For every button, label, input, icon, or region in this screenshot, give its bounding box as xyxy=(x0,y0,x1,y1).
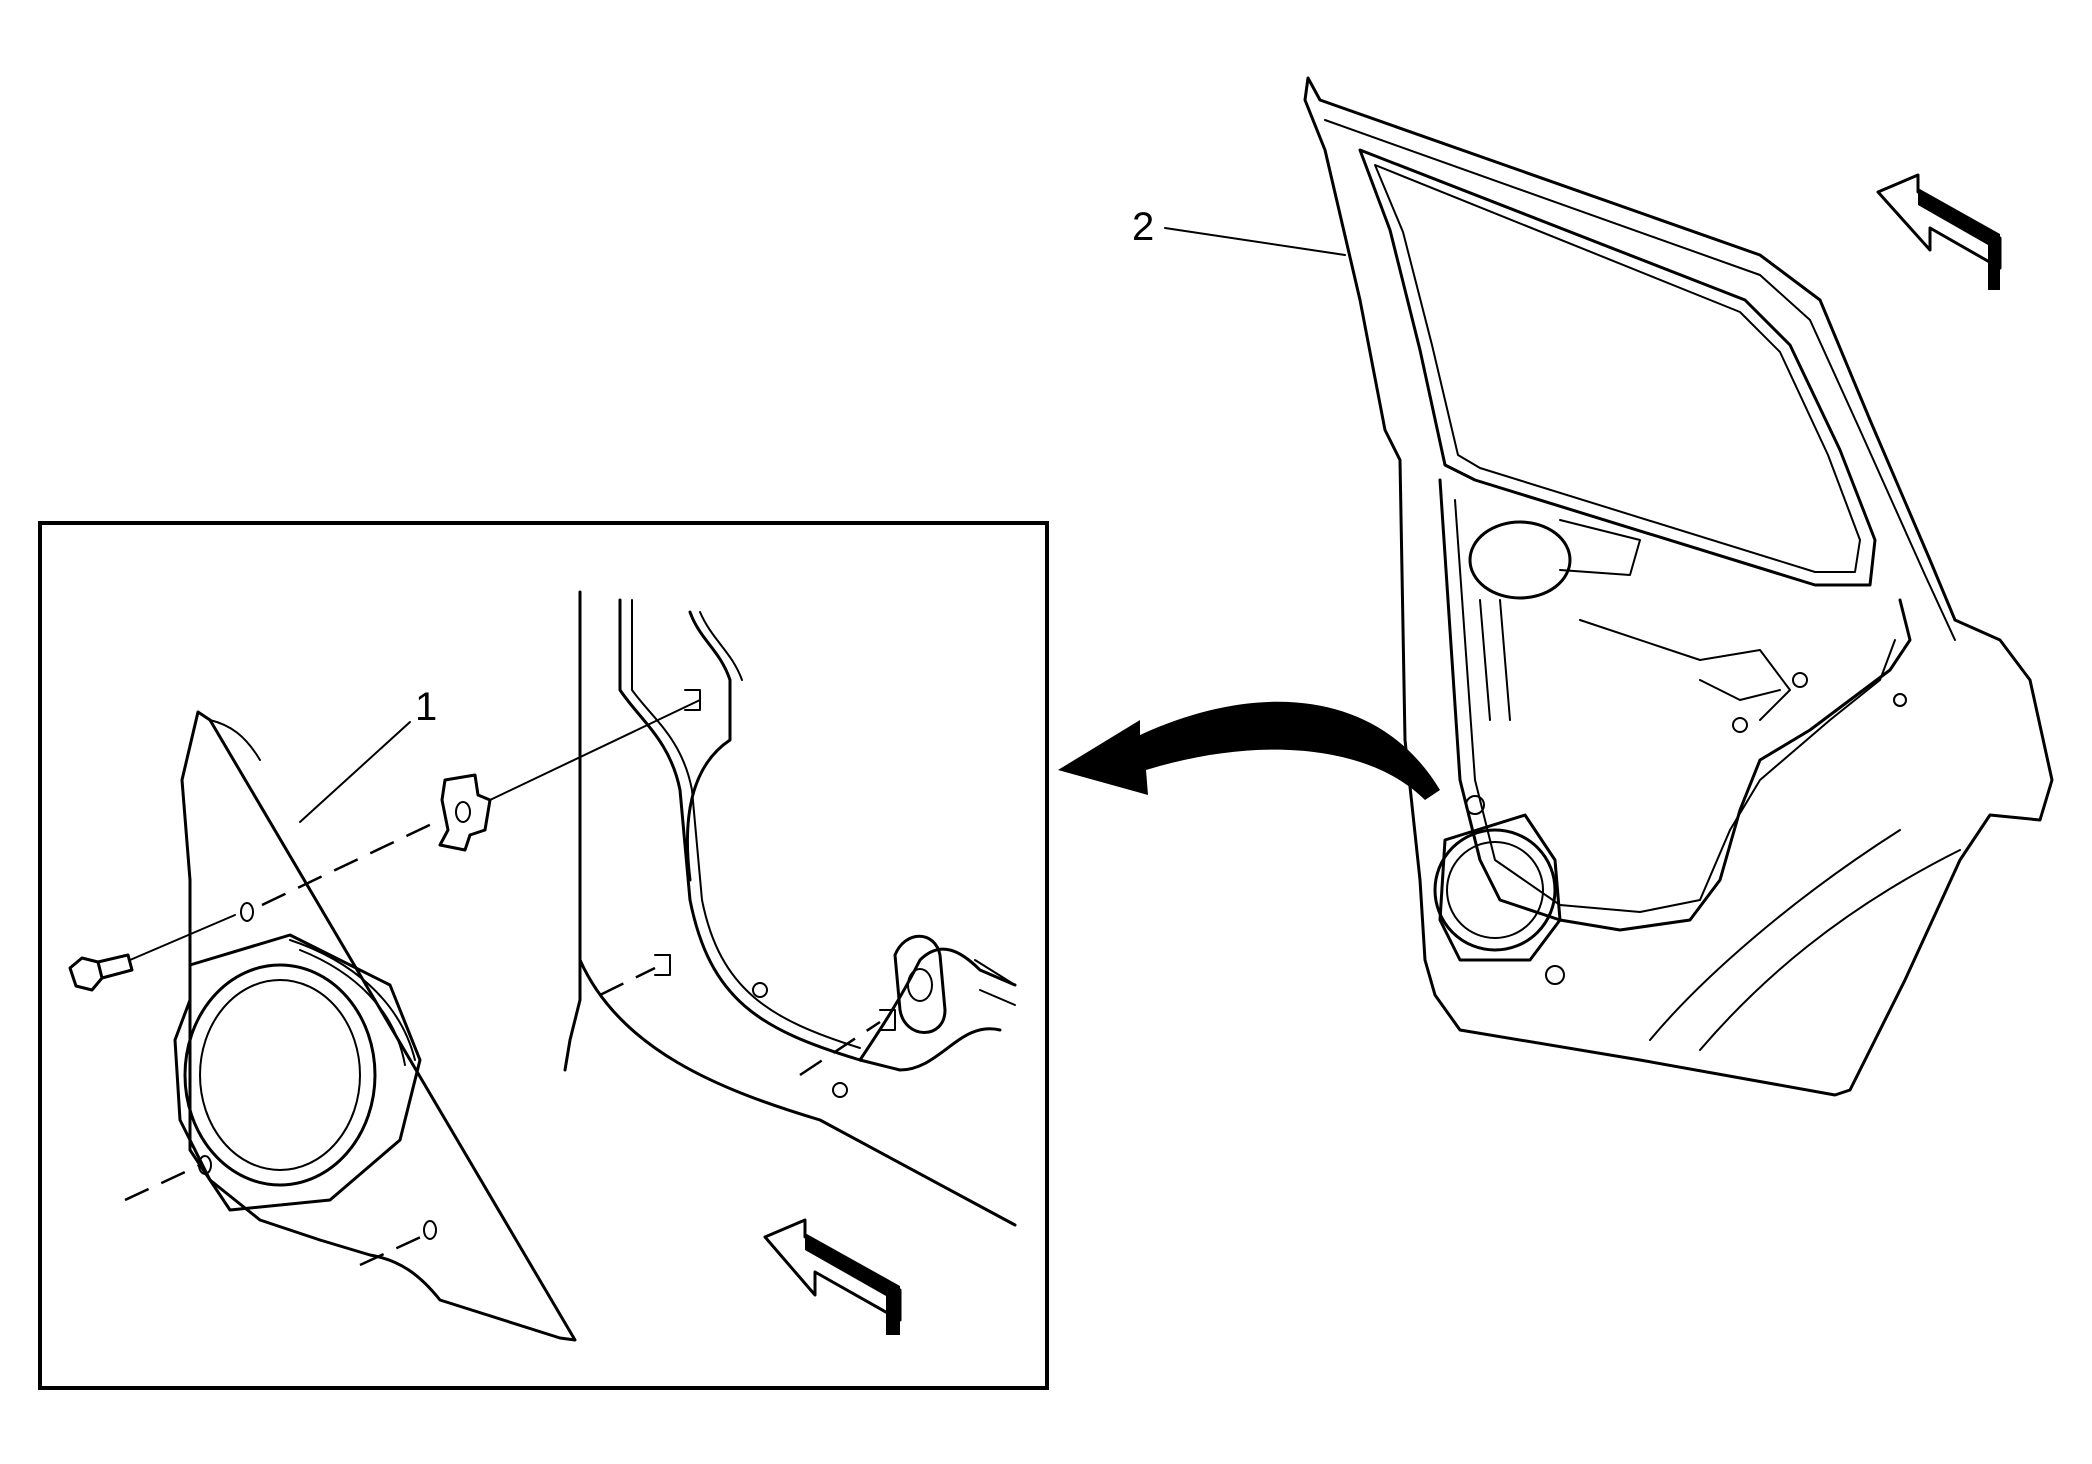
callout-2-leader xyxy=(1164,227,1346,256)
door-speaker xyxy=(1433,813,1562,962)
inner-door-panel xyxy=(563,590,1017,1227)
bolt-icon xyxy=(68,953,134,992)
speaker-bracket xyxy=(173,710,577,1342)
inset-view-arrow-icon xyxy=(763,1218,902,1335)
callout-1-leader xyxy=(299,721,411,823)
callout-1-label: 1 xyxy=(415,685,437,729)
rear-door-assembly: 2 xyxy=(1132,76,2054,1097)
clip-nut xyxy=(438,773,492,852)
detail-view-arrow-icon xyxy=(1058,701,1440,800)
view-arrow-icon xyxy=(1876,173,2002,290)
detail-inset: 1 xyxy=(38,521,1049,1390)
callout-2-label: 2 xyxy=(1132,205,1154,249)
